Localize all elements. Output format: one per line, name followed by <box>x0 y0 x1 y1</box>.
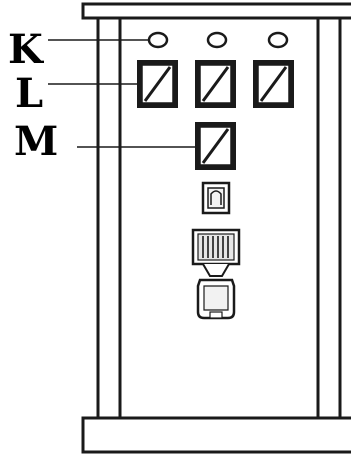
cabinet-left-post <box>96 16 122 420</box>
callout-label-l: L <box>15 70 44 117</box>
callout-label-m: M <box>14 118 59 165</box>
switch-module-l3 <box>253 60 294 108</box>
switch-row-l <box>137 60 294 108</box>
indicator-lamp-2 <box>206 31 228 49</box>
cabinet-base-plinth <box>81 416 351 454</box>
relay-indicator-box <box>201 181 231 215</box>
switch-module-l1 <box>137 60 178 108</box>
indicator-lamp-3 <box>267 31 289 49</box>
switch-module-l2 <box>195 60 236 108</box>
callout-label-k: K <box>8 26 43 73</box>
plug-socket <box>196 278 236 320</box>
cabinet-top-cap <box>81 2 351 20</box>
indicator-lamp-1 <box>147 31 169 49</box>
switch-module-m <box>195 122 236 170</box>
cabinet-right-post <box>316 16 342 420</box>
terminal-connector-block <box>191 228 241 277</box>
